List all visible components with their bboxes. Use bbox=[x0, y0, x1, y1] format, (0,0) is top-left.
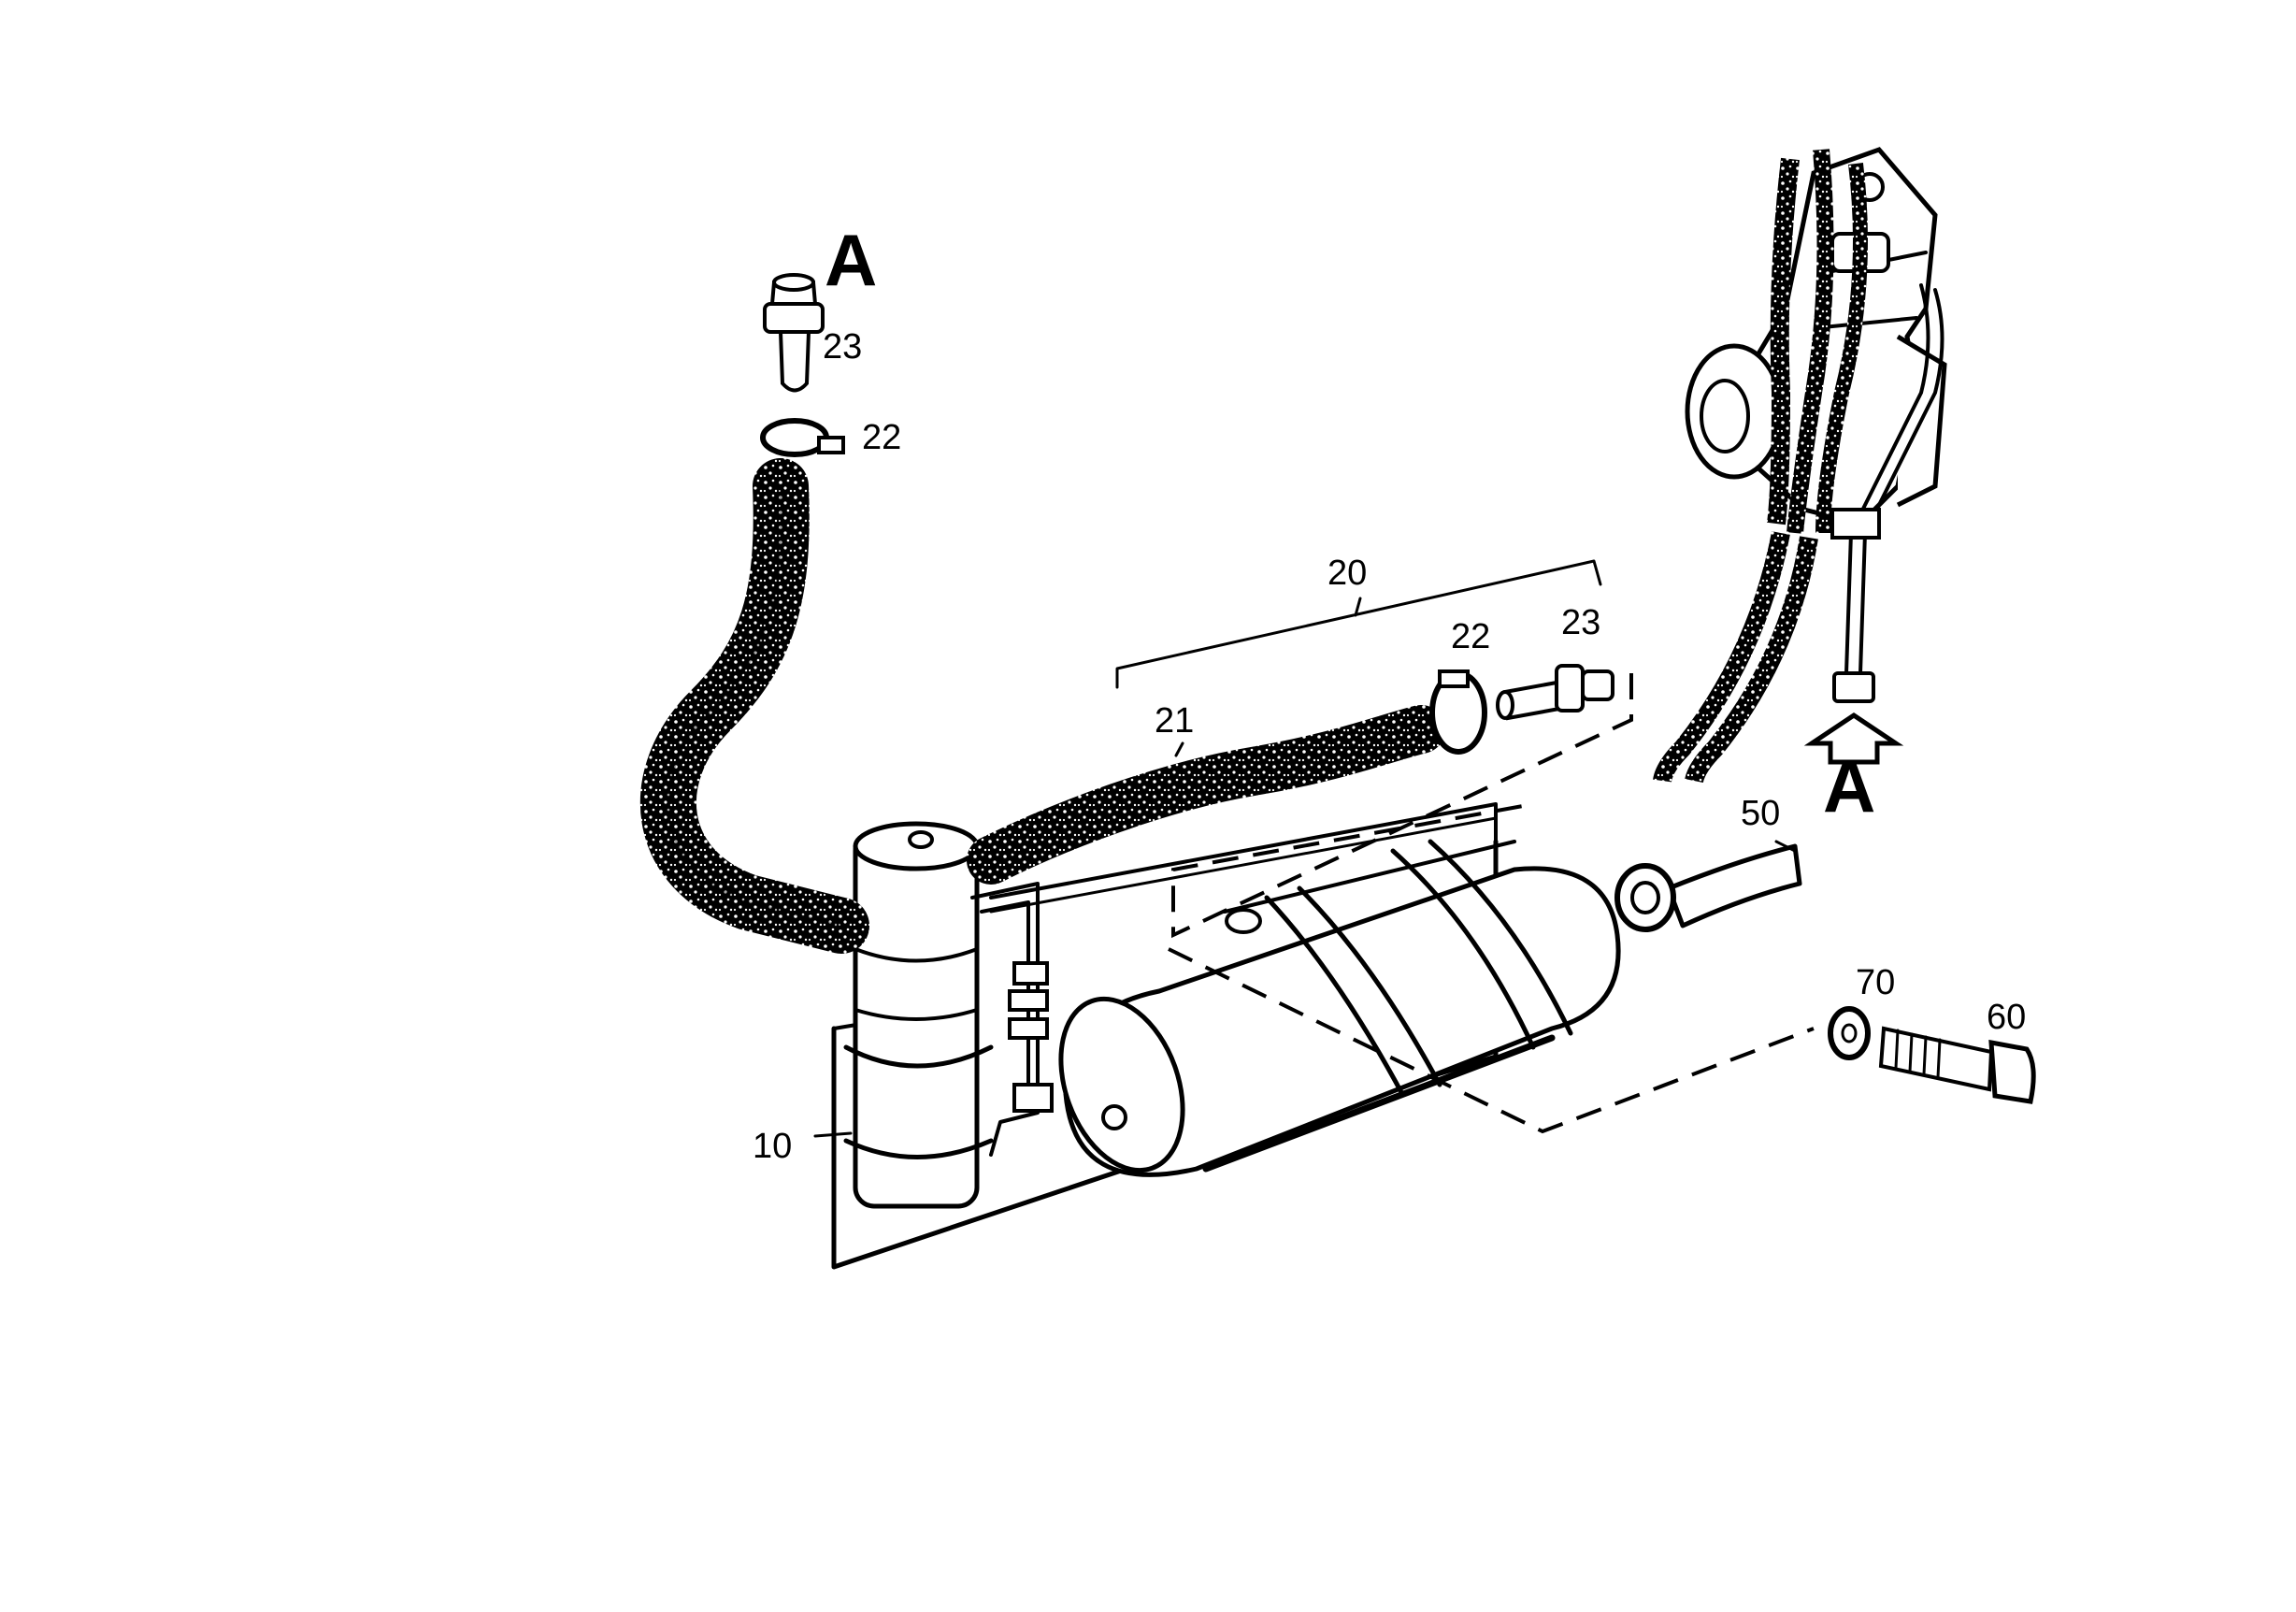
assembly-20-bracket bbox=[1115, 559, 1602, 689]
return-hose bbox=[639, 458, 869, 954]
washer-70 bbox=[1828, 1006, 1871, 1060]
view-marker-arrow: A bbox=[1823, 745, 1875, 828]
fuel-tank bbox=[1058, 839, 1621, 1177]
leader-lines bbox=[813, 741, 1797, 1138]
injection-pump-assembly bbox=[1653, 147, 1947, 784]
callout-23-top: 23 bbox=[823, 327, 862, 367]
view-marker-top: A bbox=[825, 219, 877, 301]
callout-10: 10 bbox=[753, 1127, 792, 1166]
filter-cylinder bbox=[843, 821, 994, 1209]
connecting-pipes bbox=[970, 882, 1054, 1157]
hose-21 bbox=[967, 705, 1445, 885]
callout-22-top: 22 bbox=[862, 418, 901, 457]
bolt-60 bbox=[1878, 1026, 2036, 1104]
nipple-mid bbox=[1496, 664, 1614, 721]
callout-21: 21 bbox=[1155, 701, 1194, 741]
view-arrow-icon bbox=[1803, 712, 1904, 765]
callout-20: 20 bbox=[1327, 554, 1367, 593]
assembly-dashed-lines bbox=[1168, 673, 1815, 1134]
callout-50: 50 bbox=[1741, 794, 1780, 833]
callout-70: 70 bbox=[1856, 963, 1895, 1002]
callout-22-mid: 22 bbox=[1451, 617, 1490, 656]
callout-23-mid: 23 bbox=[1561, 603, 1600, 642]
clamp-mid bbox=[1429, 669, 1487, 755]
pipe-50 bbox=[1614, 843, 1802, 932]
clamp-top bbox=[760, 418, 845, 457]
nipple-top bbox=[763, 273, 825, 393]
callout-60: 60 bbox=[1987, 998, 2026, 1037]
